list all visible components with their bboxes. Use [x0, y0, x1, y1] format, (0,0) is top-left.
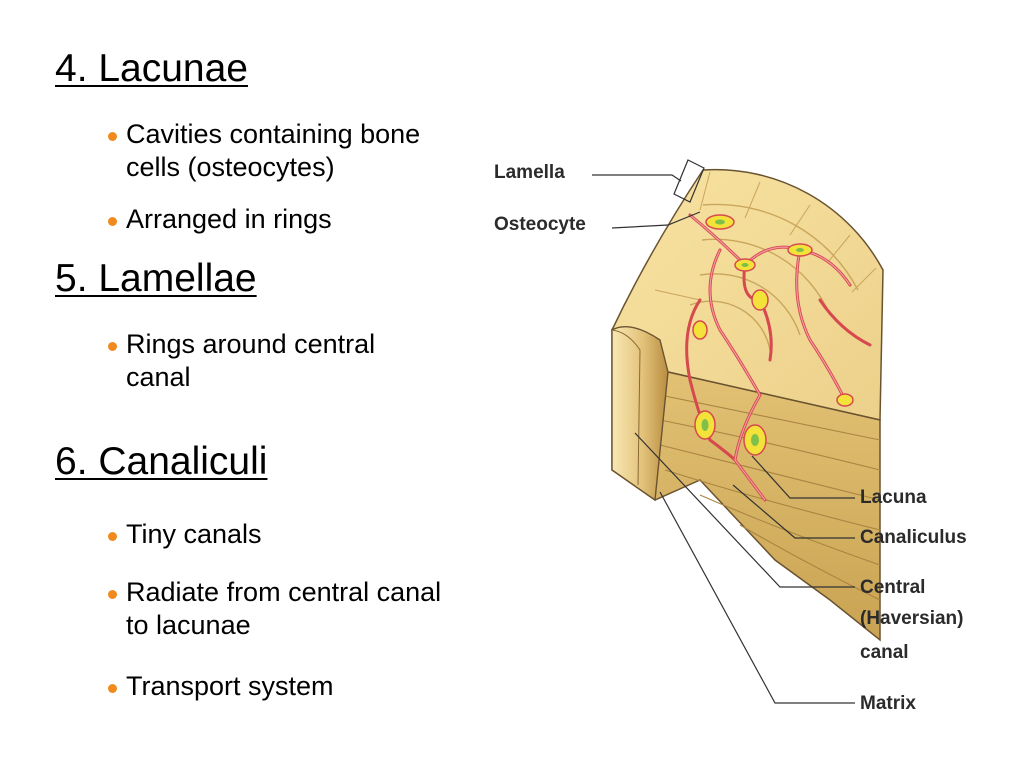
lacunae — [692, 214, 854, 456]
bullet-dot-icon — [108, 342, 117, 351]
label-lamella: Lamella — [494, 162, 565, 183]
bullet-dot-icon — [108, 532, 117, 541]
central-canal — [611, 326, 669, 502]
bullet-rings: Rings around central canal — [108, 328, 375, 394]
bullet-text: to lacunae — [126, 610, 251, 640]
label-canal: canal — [860, 642, 909, 663]
bullet-arranged: Arranged in rings — [108, 203, 332, 236]
osteocyte-nuclei — [701, 219, 804, 446]
bullet-text: Transport system — [126, 671, 334, 701]
heading-canaliculi: 6. Canaliculi — [55, 440, 268, 483]
bullet-dot-icon — [108, 590, 117, 599]
label-central: Central — [860, 577, 926, 598]
label-osteocyte: Osteocyte — [494, 214, 586, 235]
heading-lamellae: 5. Lamellae — [55, 257, 257, 300]
canaliculi-highlight — [689, 214, 851, 501]
label-matrix: Matrix — [860, 693, 916, 714]
lamella-bracket — [673, 159, 705, 203]
bullet-cavities: Cavities containing bone cells (osteocyt… — [108, 118, 420, 184]
bullet-dot-icon — [108, 217, 117, 226]
bullet-text: Rings around central — [126, 329, 376, 359]
bullet-text: cells (osteocytes) — [126, 152, 335, 182]
bullet-text: Cavities containing bone — [126, 119, 421, 149]
bullet-tiny-canals: Tiny canals — [108, 518, 262, 551]
bullet-text: Arranged in rings — [126, 204, 332, 234]
bullet-text: Tiny canals — [126, 519, 262, 549]
leader-lines — [592, 174, 855, 704]
bullet-text: canal — [126, 362, 191, 392]
bullet-transport: Transport system — [108, 670, 334, 703]
lamella-rings — [689, 203, 859, 351]
label-haversian: (Haversian) — [860, 608, 964, 629]
heading-lacunae: 4. Lacunae — [55, 47, 249, 90]
label-canaliculus: Canaliculus — [860, 527, 967, 548]
bullet-text: Radiate from central canal — [126, 577, 442, 607]
bullet-dot-icon — [108, 132, 117, 141]
bullet-radiate: Radiate from central canal to lacunae — [108, 576, 441, 642]
radial-lines — [654, 171, 877, 301]
label-lacuna: Lacuna — [860, 487, 927, 508]
bullet-dot-icon — [108, 684, 117, 693]
